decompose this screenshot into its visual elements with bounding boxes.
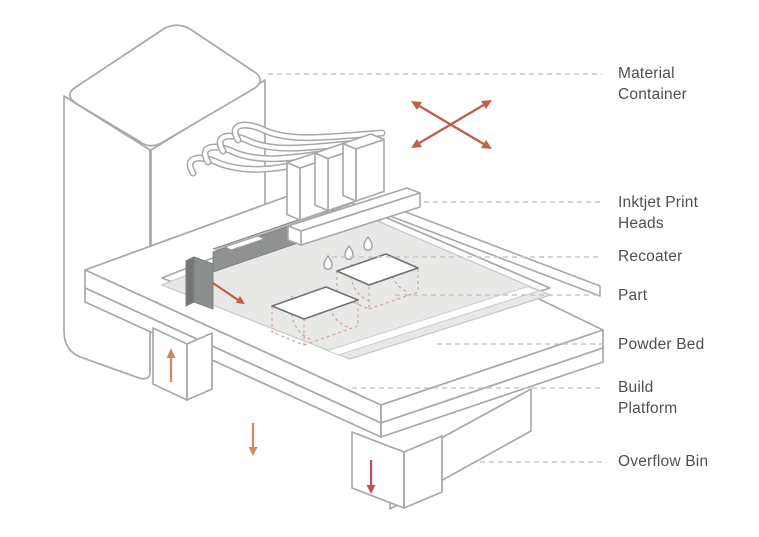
platform-down-arrow-icon bbox=[248, 423, 258, 456]
material-container-shape bbox=[63, 24, 266, 380]
droplet-icon bbox=[363, 235, 373, 252]
xy-motion-arrows-icon bbox=[411, 100, 492, 149]
droplet-icon bbox=[323, 254, 333, 271]
label-powder-bed: Powder Bed bbox=[618, 336, 705, 353]
machine-table bbox=[84, 187, 604, 438]
fresh-powder-stripe bbox=[325, 286, 541, 356]
overflow-bin-shape bbox=[351, 431, 443, 509]
material-container-top-face bbox=[68, 24, 261, 147]
feed-up-arrow-icon bbox=[166, 348, 176, 382]
feed-tube bbox=[216, 132, 362, 155]
droplet-icon bbox=[344, 244, 354, 261]
overflow-down-arrow-icon bbox=[366, 460, 376, 494]
feed-tube bbox=[186, 154, 316, 177]
feed-tube bbox=[201, 143, 338, 166]
label-part: Part bbox=[618, 287, 648, 304]
label-inkjet-print-heads: Inktjet Print Heads bbox=[618, 194, 699, 233]
label-build-platform: Build Platform bbox=[618, 379, 678, 418]
part-hidden-edges bbox=[271, 257, 419, 346]
build-platform-leg bbox=[152, 327, 213, 401]
label-recoater: Recoater bbox=[618, 248, 683, 265]
part-shapes bbox=[271, 253, 419, 320]
inkjet-print-heads-shape bbox=[286, 133, 421, 246]
part-right bbox=[336, 253, 419, 286]
recoater-motion-arrow-icon bbox=[212, 282, 245, 304]
feed-tube bbox=[231, 121, 386, 144]
print-head-box bbox=[342, 133, 385, 202]
label-material-container: Material Container bbox=[618, 65, 688, 104]
label-overflow-bin: Overflow Bin bbox=[618, 453, 709, 470]
table-right-band bbox=[380, 347, 604, 438]
under-table-structure bbox=[152, 327, 532, 510]
feed-tubes bbox=[186, 121, 386, 177]
leader-lines bbox=[268, 73, 602, 463]
binder-droplet-icons bbox=[323, 235, 373, 271]
part-left bbox=[271, 286, 359, 320]
